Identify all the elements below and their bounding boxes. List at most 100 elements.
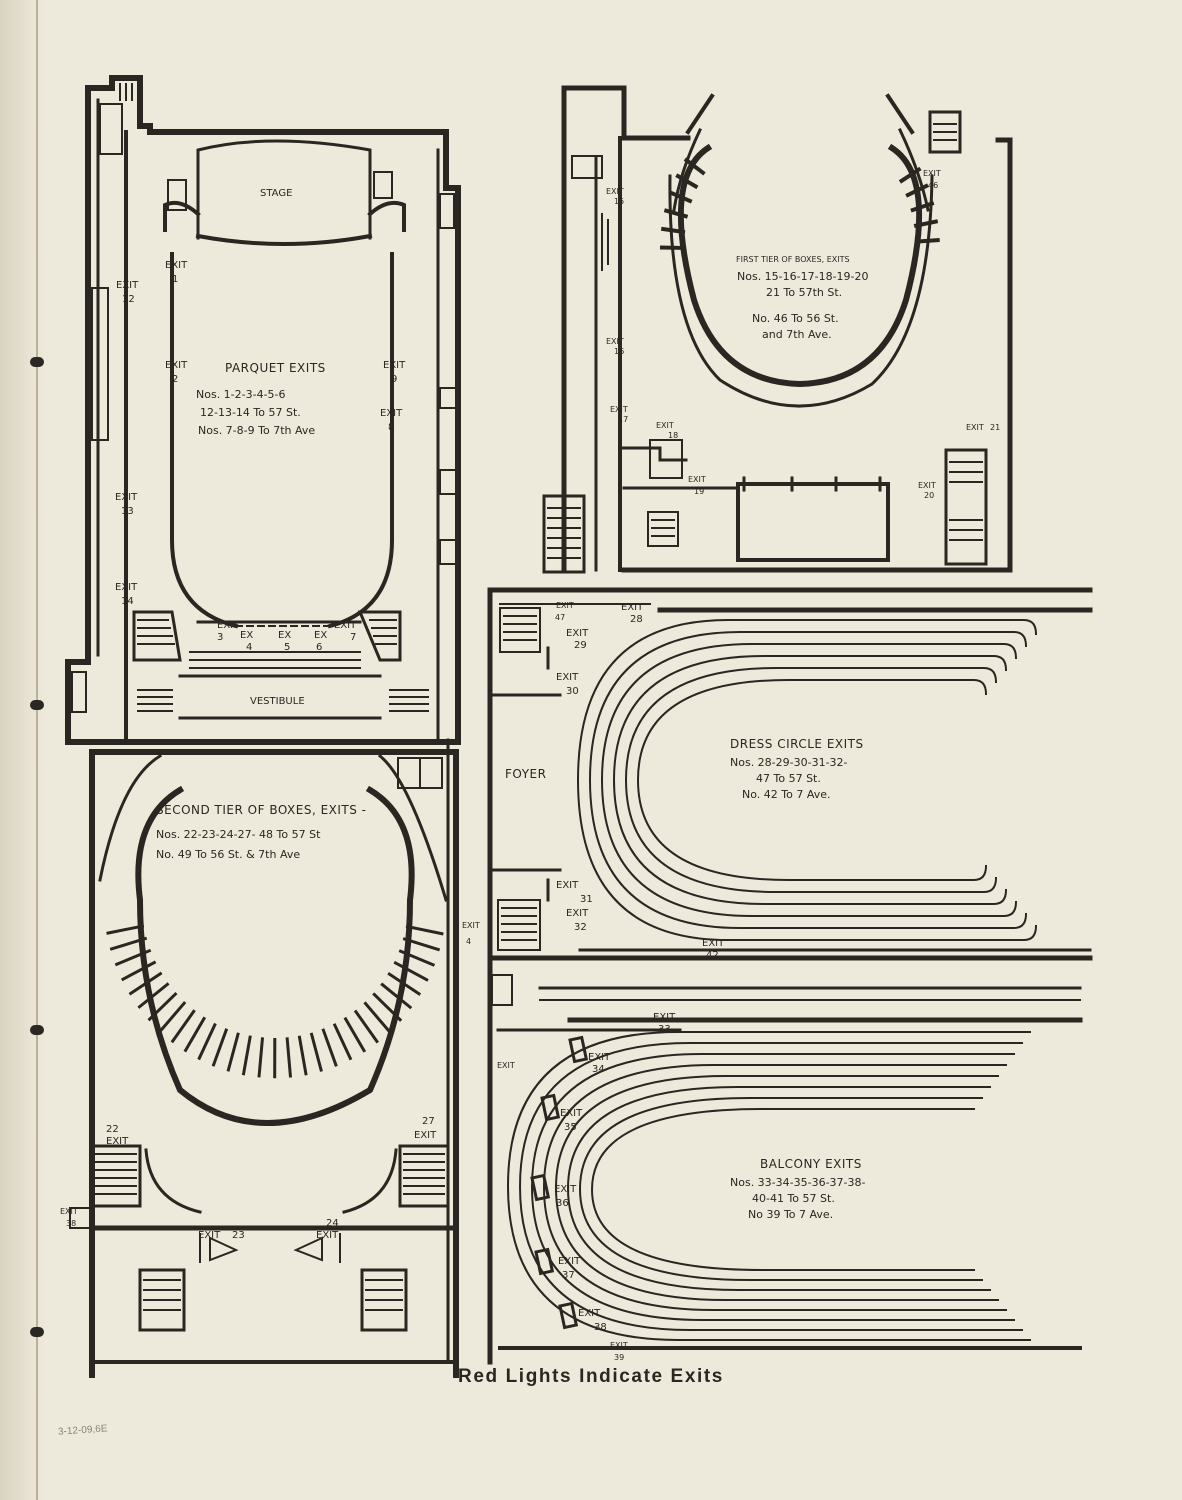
balcony-box [568,1035,589,1064]
box-partition [128,971,163,996]
exit-number: 32 [574,922,587,933]
exit-number: 5 [284,642,290,653]
box-partition [226,1032,240,1072]
seating-row [624,667,985,893]
exit-label: EXIT [566,908,589,919]
exit-label: EXIT [414,1130,437,1141]
exit-label: EX [278,630,291,641]
exit-number: 21 [990,423,1000,432]
balcony-box [540,1093,561,1122]
first-tier-plan [542,85,1013,574]
box-partition [147,991,178,1022]
exit-number: 16 [614,347,624,356]
box-partition [183,1016,207,1053]
row-end [982,666,998,684]
binding-gutter [0,0,46,1500]
balcony-line: No 39 To 7 Ave. [748,1208,833,1221]
box-partition [158,1001,187,1033]
seating-row [542,1064,1007,1311]
exit-number: 4 [246,642,252,653]
balcony-box [530,1173,551,1202]
exit-label: EXIT [198,1230,221,1241]
balcony-line: Nos. 33-34-35-36-37-38- [730,1176,866,1189]
exit-number: 38 [594,1322,607,1333]
box-partition [170,1009,196,1044]
first-tier-line: and 7th Ave. [762,328,832,341]
exit-number: 17 [618,415,628,424]
seating-row [530,1053,1015,1321]
exit-number: 36 [556,1198,569,1209]
box-partition [257,1037,265,1078]
exit-number: 42 [706,950,719,961]
box-partition [398,949,436,967]
seating-row [566,1086,991,1291]
box-partition [321,1028,338,1067]
exit-number: 22 [106,1124,119,1135]
box-partition [663,208,689,219]
exit-label: EXIT [606,337,624,346]
second-tier-title: SECOND TIER OF BOXES, EXITS - [156,803,367,817]
binding-hole [30,357,44,367]
exit-label: EXIT [380,408,403,419]
foyer-label: FOYER [505,767,546,781]
exit-label: EXIT [556,880,579,891]
seating-row [612,655,995,905]
exit-label: EXIT [554,1184,577,1195]
exit-number: 1 [172,274,178,285]
exit-number: 9 [391,374,397,385]
parquet-plan [65,75,461,745]
exit-number: 28 [630,614,643,625]
exit-number: 15 [614,197,624,206]
binding-hole [30,1327,44,1337]
exit-number: 24 [326,1218,339,1229]
exit-number: 38 [66,1219,76,1228]
row-end [992,654,1008,672]
exit-label: EXIT [497,1061,515,1070]
exit-label: EXIT [165,360,188,371]
exit-label: EX [314,630,327,641]
dress-circle-line: No. 42 To 7 Ave. [742,788,830,801]
exit-label: EXIT [621,602,644,613]
parquet-line: Nos. 1-2-3-4-5-6 [196,388,286,401]
exit-number: 23 [232,1230,245,1241]
exit-label: EXIT [918,481,936,490]
exit-number: 20 [924,491,934,500]
seating-row [518,1042,1023,1331]
page-fold [36,0,38,1500]
exit-label: EXIT [116,280,139,291]
exit-label: EXIT [165,260,188,271]
second-tier-plan [69,738,459,1378]
first-tier-line: FIRST TIER OF BOXES, EXITS [736,255,850,264]
exit-number: 13 [121,506,134,517]
balcony-line: 40-41 To 57 St. [752,1192,835,1205]
row-end [1022,924,1038,942]
seating-row [576,619,1025,941]
first-tier-line: No. 46 To 56 St. [752,312,839,325]
first-tier-line: 21 To 57th St. [766,286,842,299]
box-partition [675,173,699,190]
exit-number: 14 [121,596,134,607]
exit-number: 46 [928,181,938,190]
box-partition [197,1022,217,1061]
box-partition [285,1037,293,1078]
row-end [1012,912,1028,930]
exit-number: 31 [580,894,593,905]
row-end [982,876,998,894]
stage-label: STAGE [260,188,292,199]
exit-number: 4 [466,937,471,946]
exit-label: EXIT [334,620,357,631]
seating-row [636,679,975,881]
box-partition [241,1035,252,1076]
exit-label: EXIT [566,628,589,639]
box-partition [353,1009,379,1044]
box-partition [106,924,145,935]
exit-number: 35 [564,1122,577,1133]
row-end [1012,630,1028,648]
exit-label: EXIT [560,1108,583,1119]
exit-label: EXIT [558,1256,581,1267]
row-end [972,678,988,696]
exit-label: EXIT [316,1230,339,1241]
binding-hole [30,1025,44,1035]
dress-circle-line: 47 To 57 St. [756,772,821,785]
